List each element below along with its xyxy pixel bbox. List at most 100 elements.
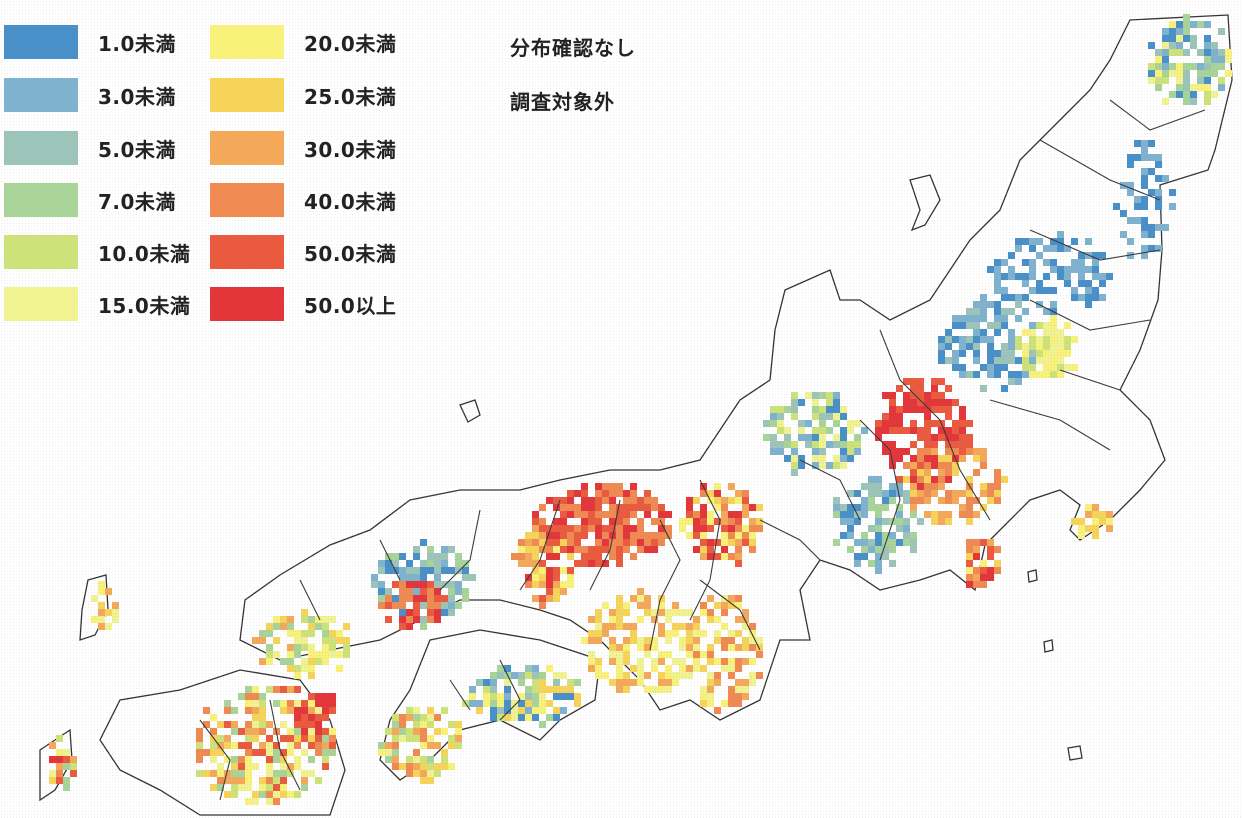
density-cell [595, 518, 602, 525]
density-cell [399, 595, 406, 602]
density-cell [1120, 210, 1127, 217]
density-cell [273, 749, 280, 756]
density-cell [658, 686, 665, 693]
density-cell [889, 462, 896, 469]
density-cell [1001, 308, 1008, 315]
density-cell [1141, 175, 1148, 182]
density-cell [903, 532, 910, 539]
density-cell [427, 588, 434, 595]
density-cell [1078, 525, 1085, 532]
density-cell [728, 553, 735, 560]
density-cell [777, 413, 784, 420]
density-cell [308, 623, 315, 630]
density-cell [280, 721, 287, 728]
density-cell [1015, 357, 1022, 364]
density-cell [322, 714, 329, 721]
density-cell [1141, 196, 1148, 203]
density-cell [609, 504, 616, 511]
density-cell [665, 665, 672, 672]
density-cell [497, 714, 504, 721]
density-cell [581, 511, 588, 518]
density-cell [896, 490, 903, 497]
density-cell [420, 714, 427, 721]
density-cell [742, 525, 749, 532]
density-cell [553, 595, 560, 602]
density-cell [231, 791, 238, 798]
density-cell [238, 693, 245, 700]
density-cell [385, 616, 392, 623]
density-cell [658, 525, 665, 532]
density-cell [1155, 224, 1162, 231]
density-cell [616, 504, 623, 511]
density-cell [322, 728, 329, 735]
density-cell [721, 658, 728, 665]
density-cell [616, 483, 623, 490]
density-cell [245, 728, 252, 735]
density-cell [630, 511, 637, 518]
density-cell [973, 581, 980, 588]
legend-swatch [4, 287, 78, 321]
density-cell [959, 336, 966, 343]
density-cell [294, 721, 301, 728]
density-cell [406, 770, 413, 777]
density-cell [532, 546, 539, 553]
density-cell [266, 651, 273, 658]
density-cell [266, 791, 273, 798]
density-cell [840, 504, 847, 511]
density-cell [1043, 336, 1050, 343]
density-cell [567, 581, 574, 588]
density-cell [1162, 49, 1169, 56]
density-cell [616, 616, 623, 623]
density-cell [294, 756, 301, 763]
density-cell [1183, 28, 1190, 35]
density-cell [973, 497, 980, 504]
density-cell [196, 735, 203, 742]
density-cell [1204, 77, 1211, 84]
density-cell [259, 784, 266, 791]
density-cell [651, 637, 658, 644]
density-cell [721, 546, 728, 553]
density-cell [392, 749, 399, 756]
density-cell [910, 483, 917, 490]
density-cell [441, 728, 448, 735]
density-cell [469, 700, 476, 707]
density-cell [931, 378, 938, 385]
density-cell [672, 602, 679, 609]
density-cell [1043, 259, 1050, 266]
density-cell [595, 497, 602, 504]
density-cell [1218, 28, 1225, 35]
density-cell [413, 756, 420, 763]
density-cell [308, 616, 315, 623]
density-cell [315, 651, 322, 658]
density-cell [714, 616, 721, 623]
density-cell [749, 539, 756, 546]
density-cell [833, 434, 840, 441]
density-cell [329, 749, 336, 756]
density-cell [560, 546, 567, 553]
density-cell [595, 665, 602, 672]
density-cell [973, 469, 980, 476]
density-cell [448, 546, 455, 553]
density-cell [1141, 203, 1148, 210]
density-cell [322, 763, 329, 770]
density-cell [525, 546, 532, 553]
density-cell [588, 546, 595, 553]
density-cell [623, 497, 630, 504]
density-cell [735, 490, 742, 497]
density-cell [721, 511, 728, 518]
density-cell [1092, 504, 1099, 511]
density-cell [252, 735, 259, 742]
density-cell [413, 707, 420, 714]
density-cell [882, 441, 889, 448]
density-cell [742, 609, 749, 616]
density-cell [735, 511, 742, 518]
density-cell [308, 630, 315, 637]
density-cell [980, 301, 987, 308]
density-cell [532, 700, 539, 707]
density-cell [434, 770, 441, 777]
density-cell [616, 672, 623, 679]
density-cell [399, 714, 406, 721]
density-cell [875, 518, 882, 525]
density-cell [308, 707, 315, 714]
density-cell [490, 707, 497, 714]
